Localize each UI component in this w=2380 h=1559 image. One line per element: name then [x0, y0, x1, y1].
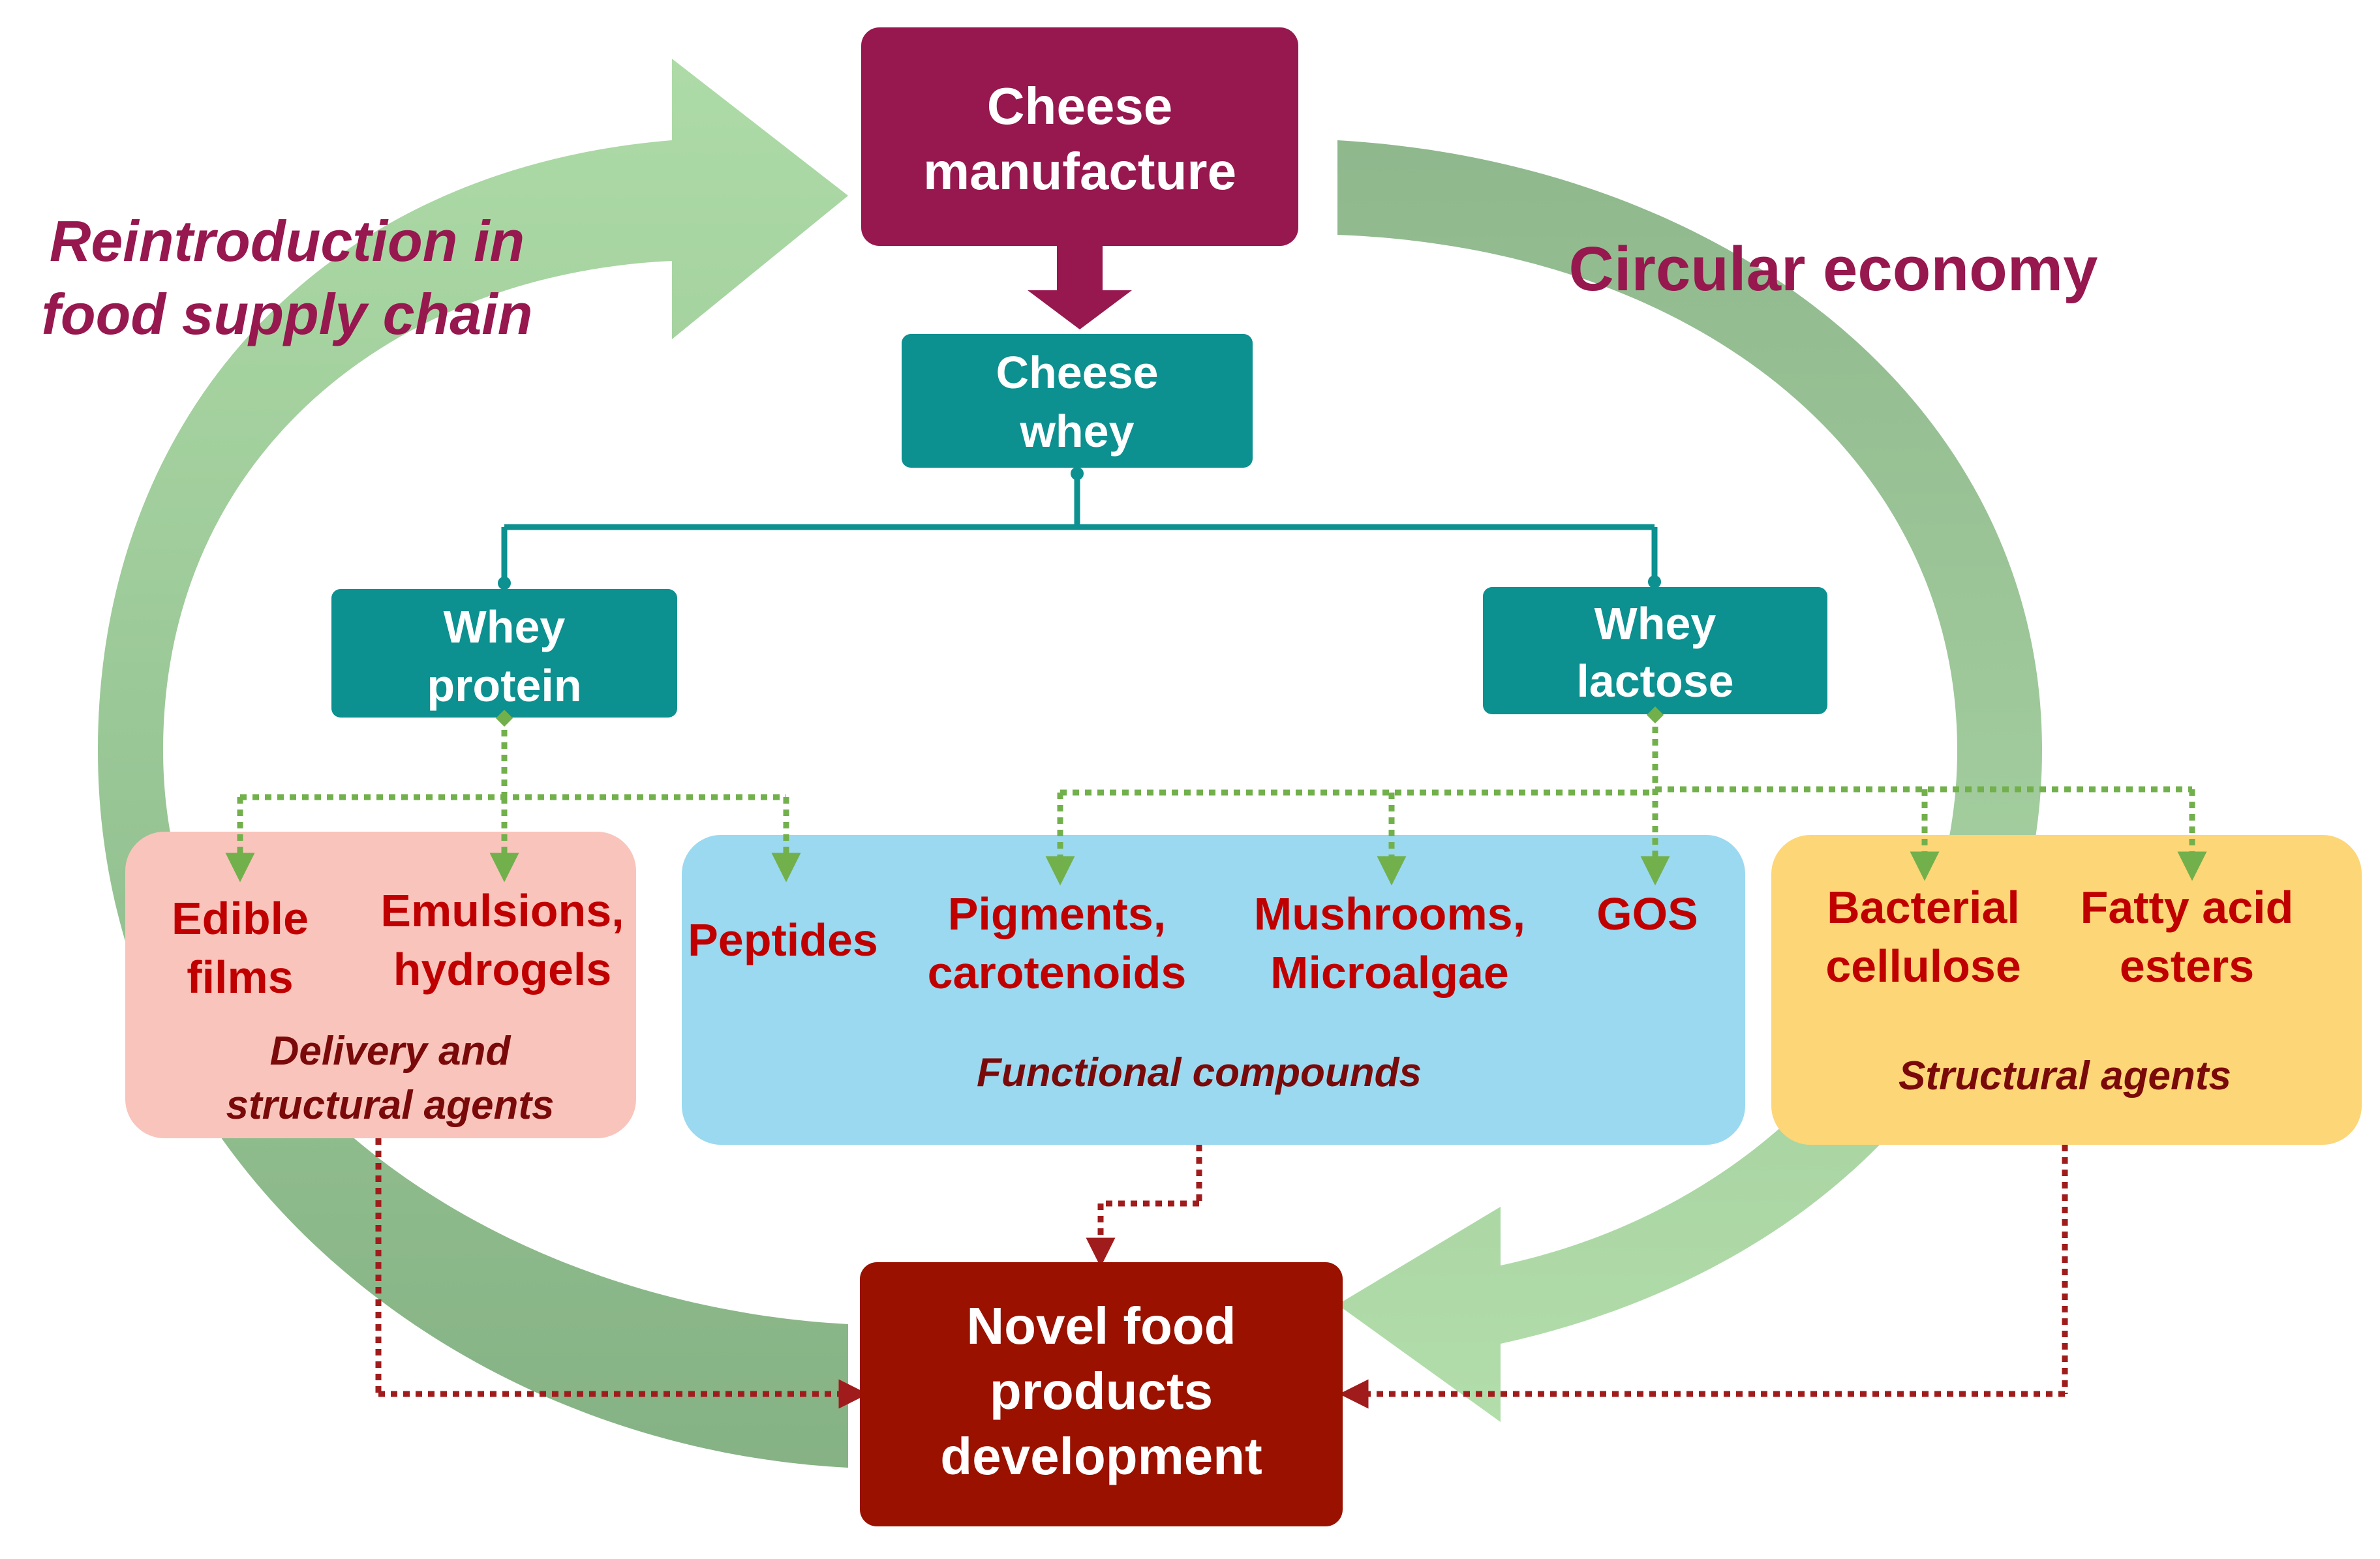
- connector-dot: [498, 577, 511, 590]
- cheese-whey-line2: whey: [1019, 406, 1134, 457]
- whey-tree-connector: [501, 468, 1658, 589]
- delivery-caption-line1: Delivery and: [270, 1029, 511, 1074]
- mushrooms-line1: Mushrooms,: [1254, 888, 1525, 939]
- right-circular-arrow: [1337, 140, 2042, 1422]
- whey-protein-line2: protein: [427, 660, 581, 711]
- connector-diamond: [496, 710, 513, 727]
- fatty-acid-esters-line1: Fatty acid: [2081, 882, 2294, 933]
- delivery-structural-agents-box: [125, 832, 636, 1138]
- novel-food-products-box: [860, 1262, 1343, 1526]
- delivery-caption-line2: structural agents: [226, 1083, 554, 1128]
- cheese-whey-box: [902, 334, 1253, 468]
- structural-agents-box: [1771, 835, 2362, 1145]
- reintroduction-label-line1: Reintroduction in: [50, 209, 525, 273]
- red-dotted-connectors: [375, 1138, 2068, 1409]
- connector-dot: [1648, 575, 1661, 588]
- whey-protein-box: [331, 589, 677, 718]
- lactose-dotted-connectors: [1045, 714, 2207, 886]
- novel-food-line2: products: [990, 1362, 1213, 1420]
- reintroduction-label-line2: food supply chain: [42, 282, 533, 346]
- protein-dotted-connectors: [225, 718, 801, 883]
- mushrooms-line2: Microalgae: [1270, 947, 1509, 998]
- pigments-line2: carotenoids: [928, 947, 1187, 998]
- connector-dot: [1071, 467, 1084, 480]
- structural-agents-caption: Structural agents: [1899, 1053, 2231, 1098]
- cheese-manufacture-box: [861, 27, 1298, 246]
- bacterial-cellulose-line1: Bacterial: [1827, 882, 2020, 933]
- whey-lactose-line1: Whey: [1594, 598, 1716, 649]
- functional-compounds-caption: Functional compounds: [977, 1050, 1422, 1095]
- emulsions-line2: hydrogels: [393, 944, 612, 995]
- bacterial-cellulose-line2: cellulose: [1825, 941, 2021, 991]
- circular-economy-label: Circular economy: [1569, 234, 2098, 304]
- emulsions-line1: Emulsions,: [380, 885, 624, 936]
- whey-lactose-box: [1483, 587, 1827, 714]
- whey-lactose-line2: lactose: [1576, 656, 1733, 706]
- manufacture-to-whey-arrow: [1028, 246, 1132, 329]
- functional-compounds-box: [682, 835, 1745, 1145]
- pigments-line1: Pigments,: [948, 888, 1167, 939]
- fatty-acid-esters-line2: esters: [2120, 941, 2254, 991]
- cheese-manufacture-line1: Cheese: [987, 77, 1173, 135]
- connector-diamond: [1647, 706, 1664, 723]
- cheese-manufacture-line2: manufacture: [923, 142, 1236, 200]
- gos-label: GOS: [1596, 888, 1698, 939]
- edible-films-line1: Edible: [172, 893, 309, 944]
- peptides-label: Peptides: [688, 915, 878, 965]
- edible-films-line2: films: [187, 952, 293, 1003]
- novel-food-line1: Novel food: [966, 1297, 1236, 1355]
- whey-protein-line1: Whey: [444, 601, 566, 652]
- cheese-whey-line1: Cheese: [996, 347, 1158, 398]
- novel-food-line3: development: [940, 1427, 1262, 1485]
